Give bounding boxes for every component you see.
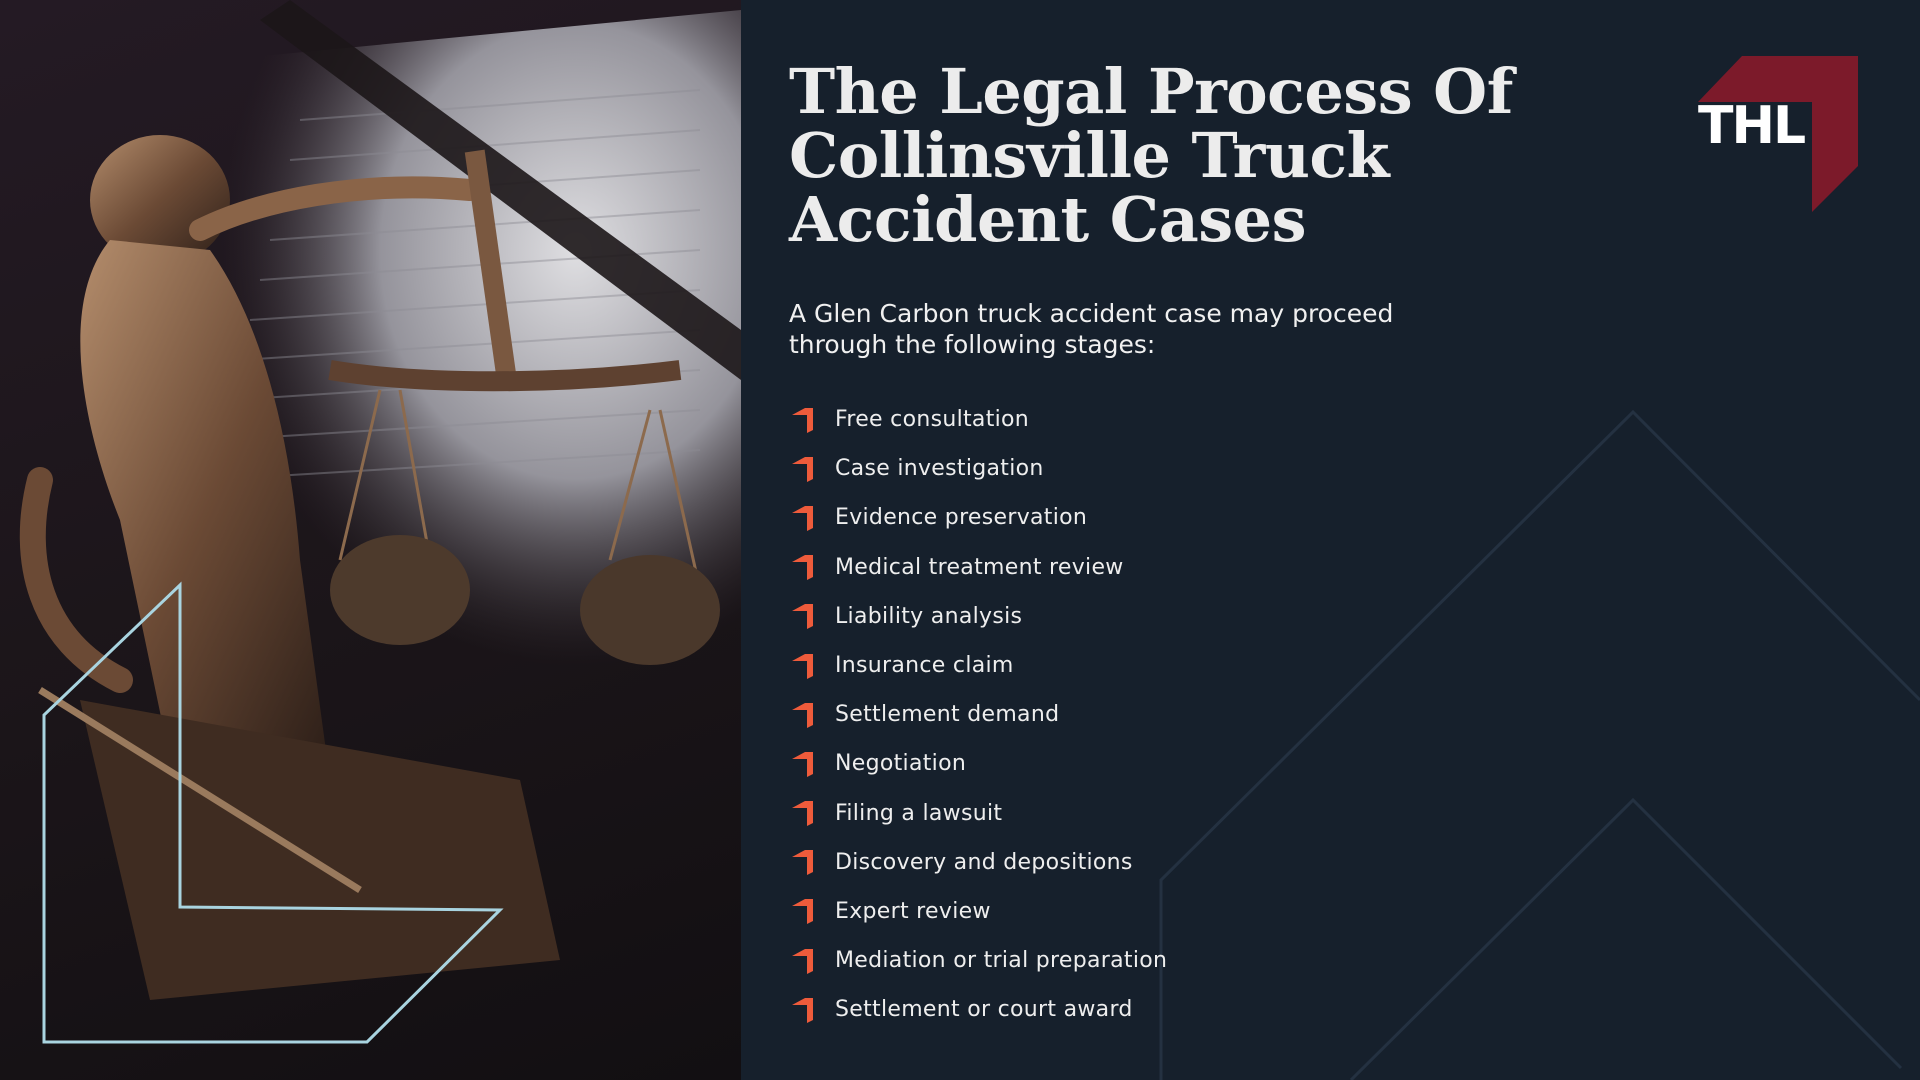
orange-corner-arrow-icon [792, 456, 813, 482]
title-line: The Legal Process Of [789, 55, 1513, 128]
intro-text: A Glen Carbon truck accident case may pr… [789, 298, 1489, 360]
stage-item: Insurance claim [789, 641, 1167, 690]
stage-list: Free consultation Case investigation Evi… [789, 395, 1167, 1034]
stage-item: Settlement or court award [789, 985, 1167, 1034]
stage-item: Negotiation [789, 739, 1167, 788]
stage-label: Filing a lawsuit [835, 800, 1003, 826]
stage-label: Settlement demand [835, 702, 1060, 728]
title-line: Accident Cases [789, 183, 1307, 256]
orange-corner-arrow-icon [792, 702, 813, 728]
stage-label: Negotiation [835, 751, 967, 777]
intro-line: A Glen Carbon truck accident case may pr… [789, 299, 1394, 328]
logo-mark-icon [1698, 56, 1858, 212]
lady-justice-photo [0, 0, 741, 1080]
stage-item: Case investigation [789, 444, 1167, 493]
orange-corner-arrow-icon [792, 604, 813, 630]
stage-label: Liability analysis [835, 603, 1023, 629]
orange-corner-arrow-icon [792, 801, 813, 827]
background-chevron-lines [1159, 409, 1920, 1080]
stage-item: Discovery and depositions [789, 838, 1167, 887]
orange-corner-arrow-icon [792, 555, 813, 581]
stage-label: Discovery and depositions [835, 849, 1133, 875]
title-line: Collinsville Truck [789, 119, 1390, 192]
content-panel: The Legal Process Of Collinsville Truck … [741, 0, 1920, 1080]
stage-item: Free consultation [789, 395, 1167, 444]
stage-label: Evidence preservation [835, 505, 1088, 531]
stage-label: Medical treatment review [835, 554, 1124, 580]
thl-logo: THL [1698, 56, 1862, 212]
orange-corner-arrow-icon [792, 899, 813, 925]
stage-item: Expert review [789, 887, 1167, 936]
stage-item: Liability analysis [789, 592, 1167, 641]
outline-chevron-decoration [42, 581, 504, 1044]
stage-item: Medical treatment review [789, 543, 1167, 592]
orange-corner-arrow-icon [792, 850, 813, 876]
open-book-image [150, 0, 741, 700]
stage-item: Mediation or trial preparation [789, 936, 1167, 985]
orange-corner-arrow-icon [792, 997, 813, 1023]
stage-label: Expert review [835, 898, 991, 924]
orange-corner-arrow-icon [792, 751, 813, 777]
orange-corner-arrow-icon [792, 505, 813, 531]
orange-corner-arrow-icon [792, 407, 813, 433]
stage-label: Mediation or trial preparation [835, 948, 1168, 974]
stage-label: Case investigation [835, 456, 1044, 482]
intro-line: through the following stages: [789, 330, 1156, 359]
stage-label: Settlement or court award [835, 997, 1133, 1023]
orange-corner-arrow-icon [792, 653, 813, 679]
orange-corner-arrow-icon [792, 948, 813, 974]
stage-item: Settlement demand [789, 690, 1167, 739]
stage-item: Filing a lawsuit [789, 789, 1167, 838]
stage-label: Free consultation [835, 407, 1030, 433]
stage-item: Evidence preservation [789, 493, 1167, 542]
logo-text: THL [1698, 96, 1806, 156]
stage-label: Insurance claim [835, 653, 1014, 679]
statue-image [19, 135, 720, 1000]
page-title: The Legal Process Of Collinsville Truck … [789, 60, 1549, 252]
